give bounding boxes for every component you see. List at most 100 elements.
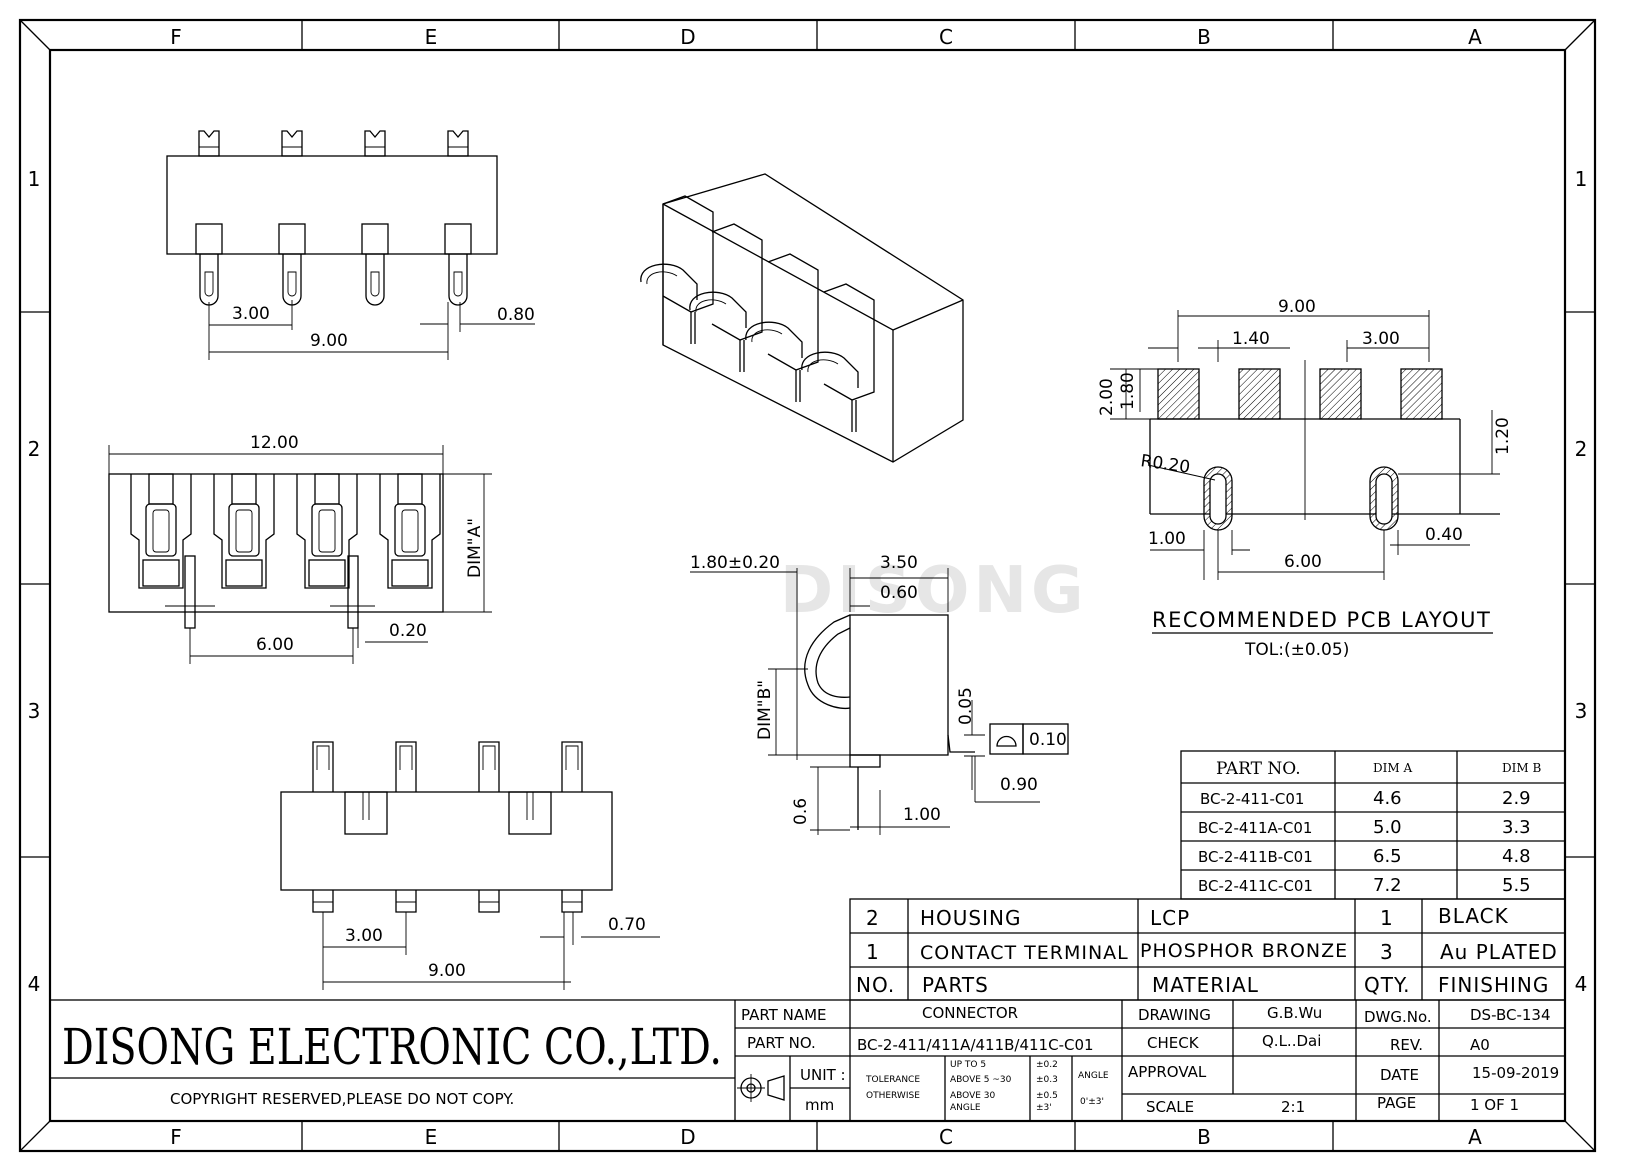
bom-header-material: MATERIAL bbox=[1152, 973, 1259, 997]
side-depth-dim: 3.50 bbox=[880, 553, 918, 573]
dim-table-row-4-b: 5.5 bbox=[1502, 875, 1531, 896]
isometric-contact-slot bbox=[801, 283, 875, 432]
otherwise-label: OTHERWISE bbox=[866, 1091, 920, 1101]
side-peg-length-dim: 0.6 bbox=[791, 798, 811, 825]
bom-table: 2 HOUSING LCP 1 BLACK 1 CONTACT TERMINAL… bbox=[849, 898, 1566, 1001]
isometric-contact-slot bbox=[640, 195, 714, 344]
side-tail-dim: 0.90 bbox=[1000, 775, 1038, 795]
pcb-hole-spacing-dim: 6.00 bbox=[1284, 552, 1322, 572]
dim-table-row-4-part: BC-2-411C-C01 bbox=[1198, 877, 1313, 895]
bottom-view-contact bbox=[213, 473, 275, 589]
company-name: DISONG ELECTRONIC CO.,LTD. bbox=[62, 1018, 722, 1076]
bottom-view: 12.00 DIM"A" 6.00 0.20 bbox=[108, 433, 492, 664]
top-span-dim: 9.00 bbox=[310, 331, 348, 351]
pcb-radius-dim: R0.20 bbox=[1139, 451, 1191, 478]
front-pitch-dim: 3.00 bbox=[345, 926, 383, 946]
top-pitch-dim: 3.00 bbox=[232, 304, 270, 324]
front-span-dim: 9.00 bbox=[428, 961, 466, 981]
bom-row-2-finish: Au PLATED bbox=[1440, 940, 1558, 964]
col-label-f-bottom: F bbox=[170, 1125, 182, 1149]
pcb-layout-view: 9.00 1.40 3.00 2.00 1.80 1.20 R0.20 1.00… bbox=[1097, 297, 1513, 660]
dim-table-row-3-a: 6.5 bbox=[1373, 846, 1402, 867]
front-view: 3.00 9.00 0.70 bbox=[280, 741, 660, 990]
bottom-width-dim: 12.00 bbox=[250, 433, 299, 453]
isometric-contact-slot bbox=[745, 253, 819, 402]
isometric-view bbox=[640, 173, 964, 463]
dwg-value: DS-BC-134 bbox=[1470, 1006, 1551, 1024]
front-view-contact bbox=[312, 741, 334, 913]
pcb-hole-width-dim: 0.40 bbox=[1425, 525, 1463, 545]
col-label-b-top: B bbox=[1197, 25, 1211, 49]
bottom-peg-width-dim: 0.20 bbox=[389, 621, 427, 641]
dim-table-row-1-a: 4.6 bbox=[1373, 788, 1402, 809]
projection-symbol-icon bbox=[737, 1074, 785, 1102]
bom-row-1-part: HOUSING bbox=[920, 906, 1021, 930]
dim-table-row-2-b: 3.3 bbox=[1502, 817, 1531, 838]
col-label-c-bottom: C bbox=[939, 1125, 953, 1149]
row-label-2-left: 2 bbox=[28, 437, 41, 461]
isometric-contact-slot bbox=[689, 223, 763, 372]
top-view-contact bbox=[278, 130, 306, 306]
col-label-e-top: E bbox=[425, 25, 438, 49]
tol-row-4-label: ANGLE bbox=[950, 1103, 981, 1113]
tol-row-1-value: ±0.2 bbox=[1036, 1060, 1058, 1070]
bom-row-1-finish: BLACK bbox=[1438, 904, 1509, 928]
dim-table-row-2-part: BC-2-411A-C01 bbox=[1198, 819, 1312, 837]
watermark: DISONG bbox=[780, 554, 1088, 628]
tol-row-1-label: UP TO 5 bbox=[950, 1060, 986, 1070]
page-value: 1 OF 1 bbox=[1470, 1096, 1519, 1114]
pcb-pad-width-dim: 1.40 bbox=[1232, 329, 1270, 349]
col-label-b-bottom: B bbox=[1197, 1125, 1211, 1149]
col-label-d-bottom: D bbox=[680, 1125, 695, 1149]
front-view-contact bbox=[395, 741, 417, 913]
dim-table-header-dim-b: DIM B bbox=[1502, 761, 1541, 775]
pcb-pad bbox=[1238, 368, 1281, 420]
pcb-pad bbox=[1319, 368, 1362, 420]
bottom-view-contact bbox=[130, 473, 192, 589]
pcb-span-dim: 9.00 bbox=[1278, 297, 1316, 317]
side-flatness-value: 0.10 bbox=[1029, 730, 1067, 750]
dim-table-header-dim-a: DIM A bbox=[1373, 761, 1412, 775]
top-view: 3.00 9.00 0.80 bbox=[166, 130, 535, 360]
part-no-label: PART NO. bbox=[747, 1034, 816, 1052]
col-label-a-bottom: A bbox=[1468, 1125, 1482, 1149]
pcb-hole-offset-dim: 1.20 bbox=[1493, 417, 1513, 455]
unit-label: UNIT : bbox=[800, 1066, 846, 1084]
bottom-view-contact bbox=[379, 473, 441, 589]
side-contact-height-dim: 1.80±0.20 bbox=[690, 553, 780, 573]
pcb-pad-length-outer-dim: 2.00 bbox=[1097, 378, 1117, 416]
check-value: Q.L..Dai bbox=[1262, 1032, 1321, 1050]
part-name-value: CONNECTOR bbox=[922, 1004, 1018, 1022]
dim-table-row-1-part: BC-2-411-C01 bbox=[1200, 790, 1304, 808]
bom-row-1-material: LCP bbox=[1150, 906, 1190, 930]
pcb-layout-title: RECOMMENDED PCB LAYOUT bbox=[1152, 608, 1491, 632]
dim-table-header-part: PART NO. bbox=[1216, 759, 1301, 779]
tol-row-3-value: ±0.5 bbox=[1036, 1091, 1058, 1101]
approval-label: APPROVAL bbox=[1128, 1063, 1207, 1081]
tol-row-2-value: ±0.3 bbox=[1036, 1075, 1058, 1085]
tol-row-3-label: ABOVE 30 bbox=[950, 1091, 996, 1101]
drawing-value: G.B.Wu bbox=[1267, 1004, 1322, 1022]
date-label: DATE bbox=[1380, 1066, 1419, 1084]
bom-header-no: NO. bbox=[856, 973, 895, 997]
bom-row-2-qty: 3 bbox=[1380, 940, 1394, 964]
angle-value: 0'±3' bbox=[1080, 1097, 1104, 1107]
title-block: DISONG ELECTRONIC CO.,LTD. COPYRIGHT RES… bbox=[49, 999, 1566, 1122]
dim-table-row-3-part: BC-2-411B-C01 bbox=[1198, 848, 1313, 866]
col-label-e-bottom: E bbox=[425, 1125, 438, 1149]
rev-value: A0 bbox=[1470, 1036, 1490, 1054]
pcb-pitch-dim: 3.00 bbox=[1362, 329, 1400, 349]
tolerance-label: TOLERANCE bbox=[865, 1075, 920, 1085]
part-no-value: BC-2-411/411A/411B/411C-C01 bbox=[857, 1036, 1094, 1054]
side-dim-b: DIM"B" bbox=[755, 680, 775, 740]
dim-table-row-2-a: 5.0 bbox=[1373, 817, 1402, 838]
pcb-edge-dim: 1.00 bbox=[1148, 529, 1186, 549]
side-standoff-dim: 0.05 bbox=[956, 687, 976, 725]
date-value: 15-09-2019 bbox=[1472, 1064, 1559, 1082]
side-view: 1.80±0.20 3.50 0.60 DIM"B" 0.05 0.10 0.9… bbox=[690, 553, 1069, 835]
drawing-label: DRAWING bbox=[1138, 1006, 1211, 1024]
side-peg-offset-dim: 1.00 bbox=[903, 805, 941, 825]
pcb-pad bbox=[1400, 368, 1443, 420]
rev-label: REV. bbox=[1390, 1036, 1423, 1054]
